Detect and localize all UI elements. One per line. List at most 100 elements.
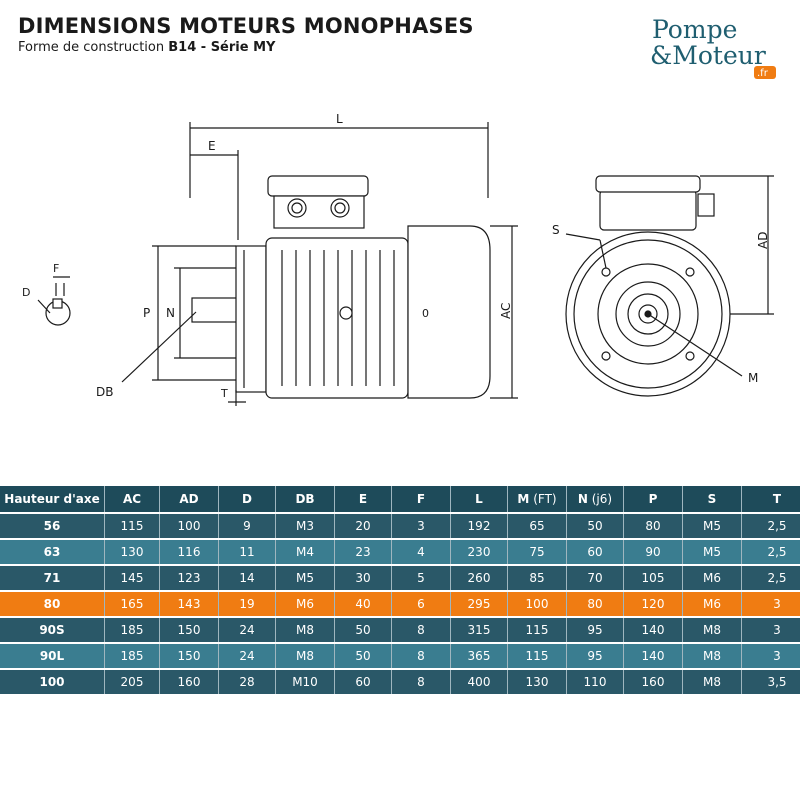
- col-header: D: [218, 486, 276, 513]
- table-cell: 71: [0, 564, 105, 591]
- table-cell: 60: [566, 538, 624, 565]
- logo-line1: Pompe: [652, 15, 737, 44]
- table-cell: 11: [218, 538, 276, 565]
- dimensions-table: Hauteur d'axe AC AD D DB E F L M (FT) N …: [0, 486, 800, 694]
- col-header: F: [391, 486, 451, 513]
- table-row: 90L 185 150 24 M8 50 8 365 115 95 140 M8…: [0, 642, 800, 669]
- table-cell: 115: [104, 512, 160, 539]
- table-cell: 85: [507, 564, 567, 591]
- table-cell: 400: [450, 668, 508, 694]
- table-cell: 165: [104, 590, 160, 617]
- col-header: AD: [159, 486, 219, 513]
- table-cell: M5: [682, 512, 742, 539]
- table-cell: 90S: [0, 616, 105, 643]
- table-cell: M3: [275, 512, 335, 539]
- table-cell: 120: [623, 590, 683, 617]
- table-cell: 6: [391, 590, 451, 617]
- table-row: 90S 185 150 24 M8 50 8 315 115 95 140 M8…: [0, 616, 800, 643]
- table-cell: 130: [507, 668, 567, 694]
- col-header: S: [682, 486, 742, 513]
- table-cell: 9: [218, 512, 276, 539]
- table-cell: 145: [104, 564, 160, 591]
- table-cell: 185: [104, 642, 160, 669]
- table-cell: 24: [218, 616, 276, 643]
- table-cell: 50: [566, 512, 624, 539]
- label-T: T: [220, 387, 228, 400]
- table-row: 100 205 160 28 M10 60 8 400 130 110 160 …: [0, 668, 800, 694]
- table-cell: 95: [566, 642, 624, 669]
- table-cell: M10: [275, 668, 335, 694]
- table-cell: 75: [507, 538, 567, 565]
- table-cell: 8: [391, 642, 451, 669]
- table-cell: 40: [334, 590, 392, 617]
- table-cell: 70: [566, 564, 624, 591]
- table-cell: 140: [623, 642, 683, 669]
- label-F: F: [53, 262, 59, 275]
- motor-side-view: L E 0: [96, 112, 518, 406]
- motor-diagram: F D L E: [22, 112, 774, 406]
- table-cell: 100: [0, 668, 105, 694]
- table-cell: 192: [450, 512, 508, 539]
- logo-line2: &Moteur: [650, 41, 766, 70]
- table-cell: 295: [450, 590, 508, 617]
- table-cell: 65: [507, 512, 567, 539]
- table-cell: 260: [450, 564, 508, 591]
- table-cell: 100: [159, 512, 219, 539]
- table-cell: 3: [741, 642, 800, 669]
- table-cell: 60: [334, 668, 392, 694]
- label-DB: DB: [96, 385, 113, 399]
- table-cell: 8: [391, 616, 451, 643]
- table-cell: 30: [334, 564, 392, 591]
- table-cell: 185: [104, 616, 160, 643]
- motor-front-view: AD S M: [552, 175, 774, 397]
- table-cell: 105: [623, 564, 683, 591]
- logo-badge: [754, 66, 776, 79]
- table-cell: 63: [0, 538, 105, 565]
- table-cell: 230: [450, 538, 508, 565]
- table-row: 63 130 116 11 M4 23 4 230 75 60 90 M5 2,…: [0, 538, 800, 565]
- table-row: 71 145 123 14 M5 30 5 260 85 70 105 M6 2…: [0, 564, 800, 591]
- table-cell: 160: [623, 668, 683, 694]
- table-cell: 90L: [0, 642, 105, 669]
- col-header: L: [450, 486, 508, 513]
- table-cell: 56: [0, 512, 105, 539]
- label-AD: AD: [756, 232, 770, 249]
- table-cell: 3: [391, 512, 451, 539]
- logo-tld: .fr: [757, 68, 769, 79]
- table-cell: 3,5: [741, 668, 800, 694]
- table-cell: 28: [218, 668, 276, 694]
- table-cell: 95: [566, 616, 624, 643]
- table-cell: 115: [507, 616, 567, 643]
- col-header: Hauteur d'axe: [0, 486, 105, 513]
- label-E: E: [208, 139, 216, 153]
- table-cell: 2,5: [741, 512, 800, 539]
- brand-logo[interactable]: Pompe &Moteur .fr: [648, 12, 788, 82]
- table-row-highlighted: 80 165 143 19 M6 40 6 295 100 80 120 M6 …: [0, 590, 800, 617]
- col-header: N (j6): [566, 486, 624, 513]
- table-cell: M8: [682, 668, 742, 694]
- table-cell: 3: [741, 590, 800, 617]
- table-cell: 23: [334, 538, 392, 565]
- table-cell: 160: [159, 668, 219, 694]
- table-cell: 5: [391, 564, 451, 591]
- label-L: L: [336, 112, 343, 126]
- table-cell: 365: [450, 642, 508, 669]
- shaft-section-view: F D: [22, 262, 71, 326]
- table-cell: 19: [218, 590, 276, 617]
- subtitle-prefix: Forme de construction: [18, 40, 169, 55]
- table-cell: M6: [682, 590, 742, 617]
- col-header: P: [623, 486, 683, 513]
- label-N: N: [166, 306, 175, 320]
- cooling-fins: [281, 250, 395, 386]
- label-AC: AC: [499, 303, 513, 319]
- table-cell: 2,5: [741, 538, 800, 565]
- label-P: P: [143, 306, 150, 320]
- table-cell: 80: [0, 590, 105, 617]
- table-cell: 140: [623, 616, 683, 643]
- page-subtitle: Forme de construction B14 - Série MY: [18, 40, 275, 55]
- table-cell: M5: [682, 538, 742, 565]
- table-cell: 80: [623, 512, 683, 539]
- col-header: M (FT): [507, 486, 567, 513]
- table-cell: M6: [682, 564, 742, 591]
- table-cell: 3: [741, 616, 800, 643]
